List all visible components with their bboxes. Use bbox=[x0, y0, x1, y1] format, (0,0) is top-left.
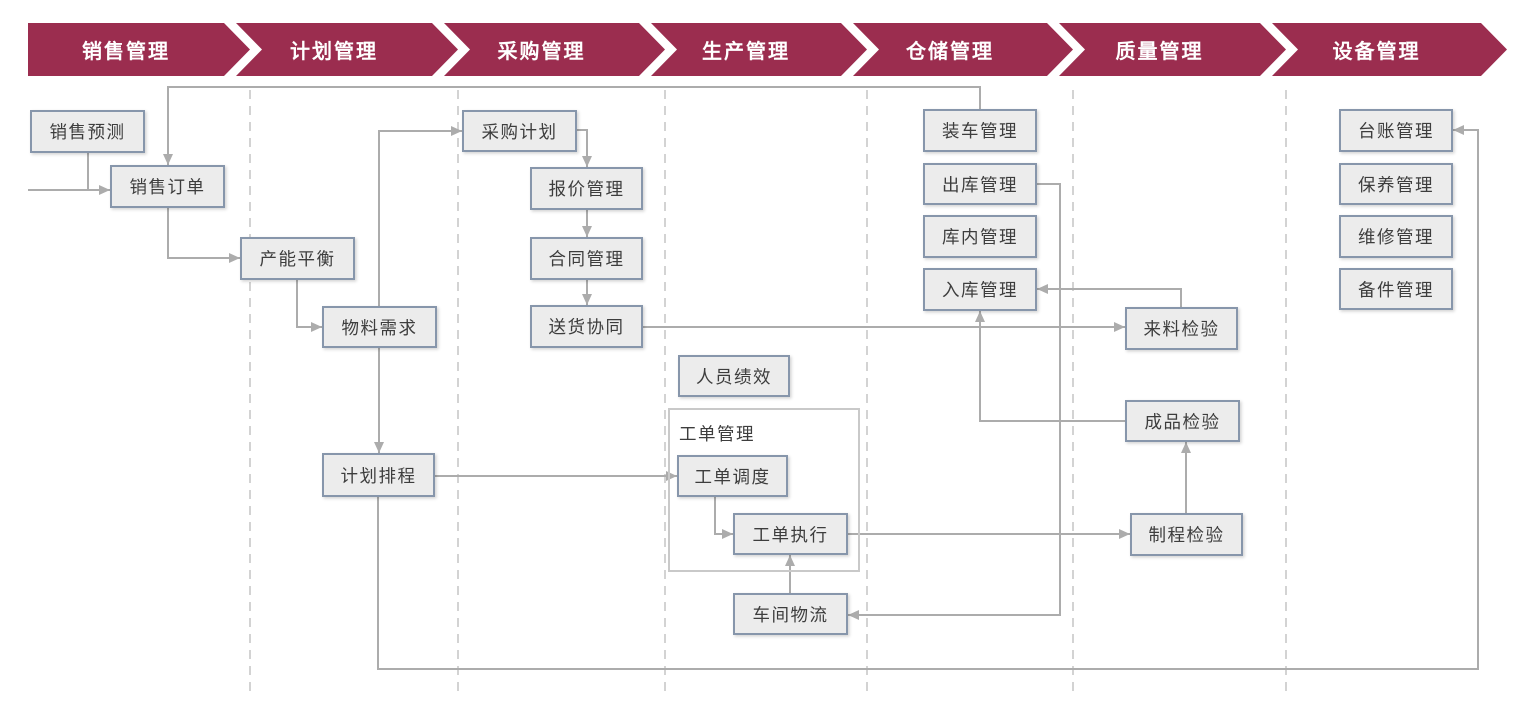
node-inbound: 入库管理 bbox=[923, 268, 1037, 311]
node-delivery-collaboration: 送货协同 bbox=[530, 305, 643, 348]
chevron-equipment bbox=[1272, 23, 1507, 76]
node-finished-inspection: 成品检验 bbox=[1125, 400, 1240, 442]
node-personnel-performance: 人员绩效 bbox=[678, 355, 790, 397]
node-quotation: 报价管理 bbox=[530, 167, 643, 210]
node-maintenance: 保养管理 bbox=[1339, 163, 1453, 205]
edge-outbound-to-workshop-logistics bbox=[848, 183, 1061, 620]
node-in-warehouse: 库内管理 bbox=[923, 215, 1037, 258]
node-equipment-ledger: 台账管理 bbox=[1339, 109, 1453, 152]
node-sales-forecast: 销售预测 bbox=[30, 110, 145, 153]
chevron-quality bbox=[1059, 23, 1286, 76]
edge-material-requirement-to-purchase-plan bbox=[378, 126, 462, 306]
chevron-plan bbox=[236, 23, 458, 76]
node-repair: 维修管理 bbox=[1339, 215, 1453, 258]
edge-finished-inspection-to-inbound bbox=[975, 311, 1125, 422]
chevron-production bbox=[651, 23, 867, 76]
node-plan-scheduling: 计划排程 bbox=[322, 453, 435, 497]
edge-dispatch-to-execution bbox=[714, 497, 733, 539]
node-sales-order: 销售订单 bbox=[110, 165, 225, 208]
edge-incoming-inspection-to-inbound bbox=[1037, 284, 1182, 307]
node-contract: 合同管理 bbox=[530, 237, 643, 280]
edge-sales-order-to-capacity-balance bbox=[167, 208, 240, 263]
node-outbound: 出库管理 bbox=[923, 163, 1037, 205]
work-order-group-box bbox=[668, 408, 860, 572]
node-incoming-inspection: 来料检验 bbox=[1125, 307, 1238, 350]
node-capacity-balance: 产能平衡 bbox=[240, 237, 355, 280]
chevron-purchase bbox=[444, 23, 665, 76]
node-work-order-execution: 工单执行 bbox=[733, 513, 848, 555]
node-spare-parts: 备件管理 bbox=[1339, 268, 1453, 310]
chevron-sales bbox=[28, 23, 250, 76]
node-purchase-plan: 采购计划 bbox=[462, 110, 577, 152]
work-order-group-label: 工单管理 bbox=[679, 424, 755, 444]
node-workshop-logistics: 车间物流 bbox=[733, 593, 848, 635]
edge-loading-to-sales-order bbox=[163, 86, 981, 165]
node-loading: 装车管理 bbox=[923, 109, 1037, 152]
edge-plan-scheduling-to-equipment-ledger bbox=[377, 125, 1479, 670]
node-process-inspection: 制程检验 bbox=[1130, 513, 1243, 556]
edge-purchase-plan-to-quotation bbox=[577, 129, 592, 167]
edge-capacity-balance-to-material-requirement bbox=[296, 280, 322, 332]
node-material-requirement: 物料需求 bbox=[322, 306, 437, 348]
chevron-warehouse bbox=[853, 23, 1073, 76]
node-work-order-dispatch: 工单调度 bbox=[677, 455, 788, 497]
